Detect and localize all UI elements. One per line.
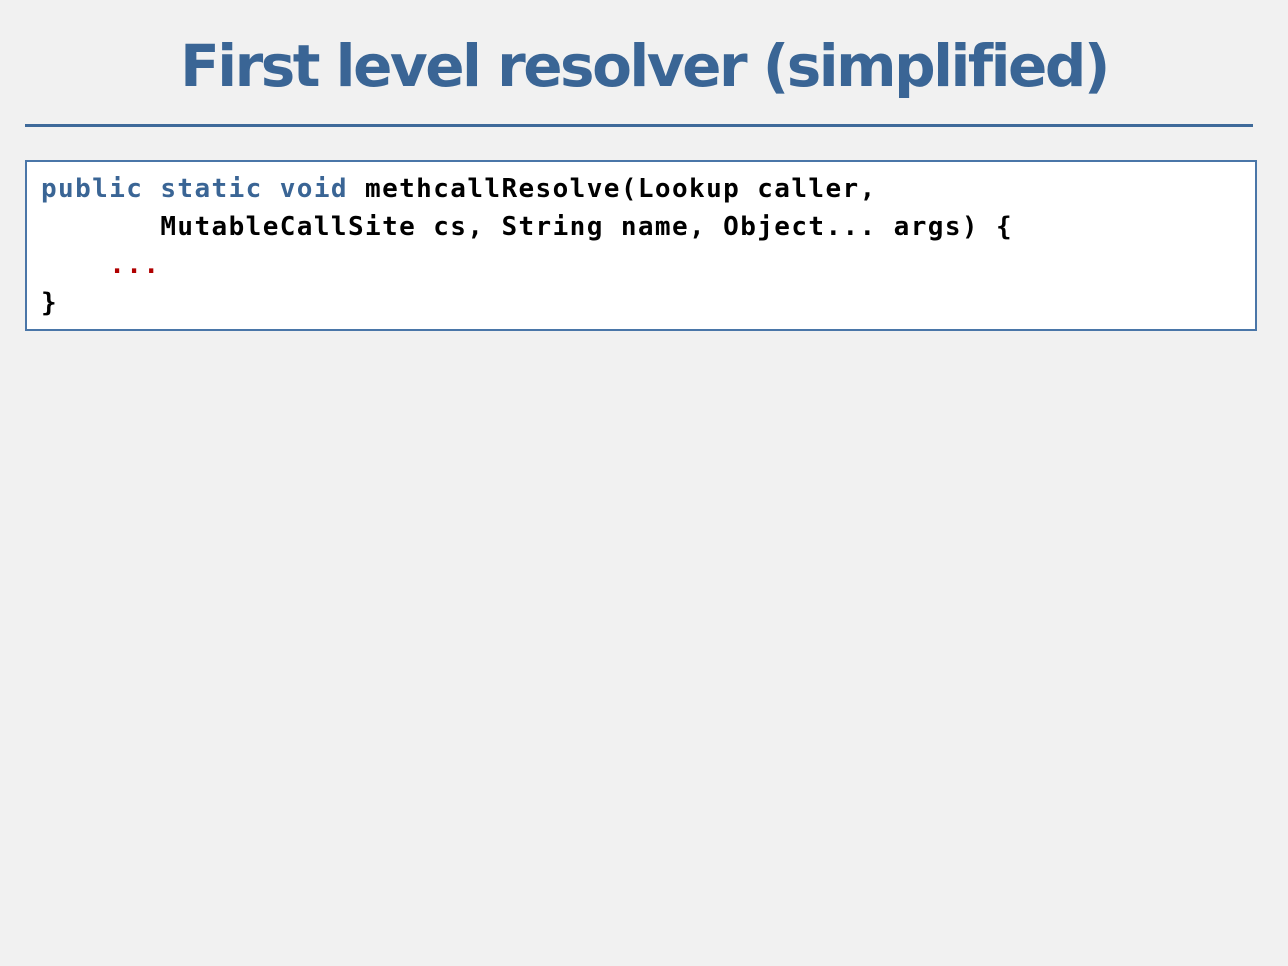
code-line-4: } [41, 284, 58, 322]
slide-title: First level resolver (simplified) [180, 32, 1110, 100]
code-block: public static void methcallResolve(Looku… [25, 160, 1257, 331]
code-indent [41, 212, 160, 242]
code-signature-start: methcallResolve(Lookup caller, [347, 174, 877, 204]
code-line-3: ... [41, 246, 160, 284]
code-line-1: public static void methcallResolve(Looku… [41, 170, 877, 208]
code-line-2: MutableCallSite cs, String name, Object.… [41, 208, 1013, 246]
code-signature-params: MutableCallSite cs, String name, Object.… [160, 212, 1014, 242]
code-closing-brace: } [41, 288, 59, 318]
code-ellipsis: ... [109, 250, 161, 280]
code-keywords: public static void [41, 174, 348, 204]
title-divider [25, 124, 1253, 127]
code-indent [41, 250, 109, 280]
